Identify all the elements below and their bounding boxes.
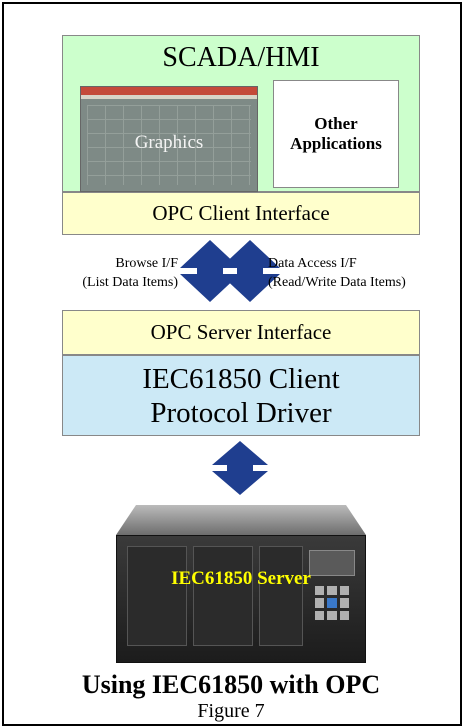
other-apps-line1: Other bbox=[314, 114, 358, 133]
browse-if-label: Browse I/F (List Data Items) bbox=[14, 254, 178, 292]
caption-figure: Figure 7 bbox=[197, 699, 265, 722]
iec-client-driver-box: IEC61850 Client Protocol Driver bbox=[62, 355, 420, 436]
caption-title: Using IEC61850 with OPC bbox=[81, 670, 381, 699]
data-access-if-label: Data Access I/F (Read/Write Data Items) bbox=[268, 254, 456, 292]
browse-if-line2: (List Data Items) bbox=[82, 275, 178, 290]
iec-client-driver-line1: IEC61850 Client bbox=[142, 362, 340, 395]
data-access-double-arrow bbox=[220, 240, 280, 302]
iec-client-driver-line2: Protocol Driver bbox=[150, 396, 332, 429]
graphics-screenshot bbox=[80, 86, 258, 192]
iec-server-label: IEC61850 Server bbox=[171, 568, 311, 589]
browse-double-arrow bbox=[180, 240, 240, 302]
opc-client-interface: OPC Client Interface bbox=[62, 192, 420, 235]
graphics-label: Graphics bbox=[134, 132, 204, 153]
opc-server-interface: OPC Server Interface bbox=[62, 310, 420, 355]
data-access-if-line2: (Read/Write Data Items) bbox=[268, 275, 406, 290]
scada-hmi-title: SCADA/HMI bbox=[162, 42, 320, 73]
data-access-if-line1: Data Access I/F bbox=[268, 256, 357, 271]
other-apps-line2: Applications bbox=[290, 134, 382, 153]
other-applications-box: Other Applications bbox=[273, 80, 399, 188]
iec-server-device bbox=[116, 505, 366, 665]
browse-if-line1: Browse I/F bbox=[115, 256, 178, 271]
driver-server-double-arrow bbox=[212, 441, 268, 495]
